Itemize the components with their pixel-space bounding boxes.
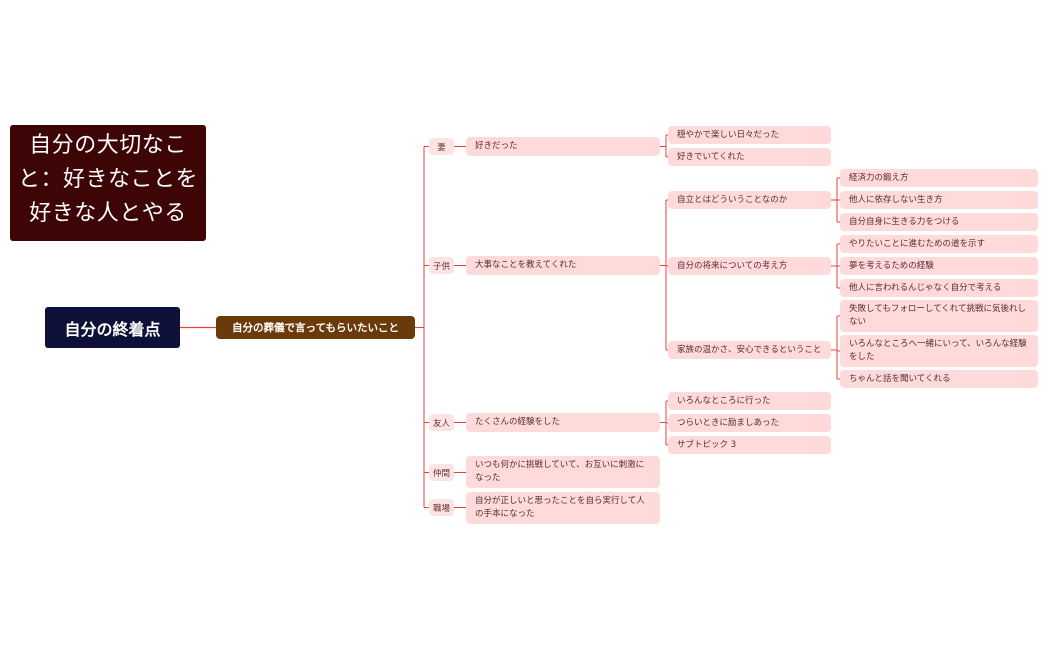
topic-companions[interactable]: いつも何かに挑戦していて、お互いに刺激になった [466, 456, 660, 488]
detail-node[interactable]: 失敗してもフォローしてくれて挑戦に気後れしない [840, 300, 1038, 332]
topic-friends[interactable]: たくさんの経験をした [466, 413, 660, 432]
detail-node[interactable]: 他人に依存しない生き方 [840, 191, 1038, 209]
category-wife[interactable]: 妻 [429, 138, 454, 155]
detail-node[interactable]: 夢を考えるための経験 [840, 257, 1038, 275]
main-topic[interactable]: 自分の葬儀で言ってもらいたいこと [216, 316, 415, 339]
subtopic-node[interactable]: 好きでいてくれた [668, 148, 831, 166]
subtopic-node[interactable]: サブトピック 3 [668, 436, 831, 454]
detail-node[interactable]: ちゃんと話を聞いてくれる [840, 370, 1038, 388]
topic-workplace[interactable]: 自分が正しいと思ったことを自ら実行して人の手本になった [466, 492, 660, 524]
detail-node[interactable]: やりたいことに進むための道を示す [840, 235, 1038, 253]
detail-node[interactable]: 経済力の鍛え方 [840, 169, 1038, 187]
subtopic-node[interactable]: 自分の将来についての考え方 [668, 257, 831, 275]
central-topic[interactable]: 自分の終着点 [45, 307, 180, 348]
category-companions[interactable]: 仲間 [429, 464, 454, 481]
subtopic-node[interactable]: いろんなところに行った [668, 392, 831, 410]
subtopic-node[interactable]: つらいときに励ましあった [668, 414, 831, 432]
detail-node[interactable]: 自分自身に生きる力をつける [840, 213, 1038, 231]
title-note: 自分の大切なこと：好きなことを好きな人とやる [10, 125, 206, 241]
category-friends[interactable]: 友人 [429, 414, 454, 431]
detail-node[interactable]: いろんなところへ一緒にいって、いろんな経験をした [840, 335, 1038, 367]
subtopic-node[interactable]: 家族の温かさ、安心できるということ [668, 341, 831, 359]
category-workplace[interactable]: 職場 [429, 499, 454, 516]
topic-wife[interactable]: 好きだった [466, 137, 660, 156]
subtopic-node[interactable]: 自立とはどういうことなのか [668, 191, 831, 209]
detail-node[interactable]: 他人に言われるんじゃなく自分で考える [840, 279, 1038, 297]
topic-children[interactable]: 大事なことを教えてくれた [466, 256, 660, 275]
subtopic-node[interactable]: 穏やかで楽しい日々だった [668, 126, 831, 144]
category-children[interactable]: 子供 [429, 257, 454, 274]
